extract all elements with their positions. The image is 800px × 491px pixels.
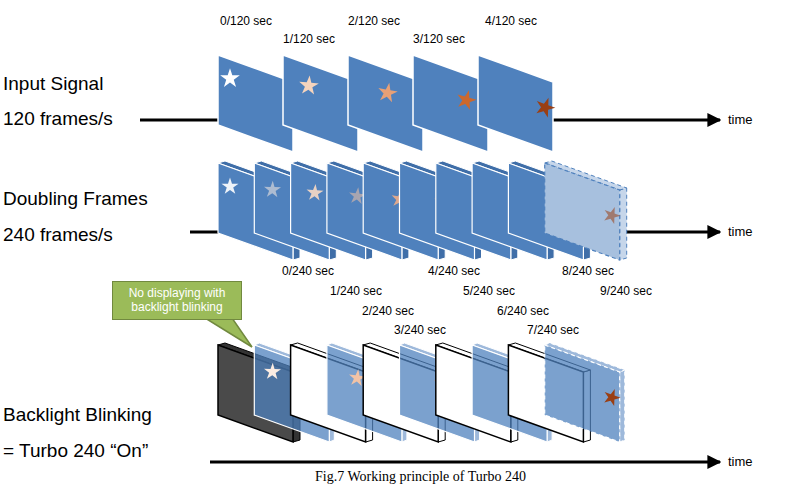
time-stamp: 4/120 sec xyxy=(485,14,537,28)
time-stamp: 2/120 sec xyxy=(348,14,400,28)
callout-text: No displaying with backlight blinking xyxy=(119,286,235,315)
time-stamp: 8/240 sec xyxy=(562,264,614,278)
row-label: 120 frames/s xyxy=(3,108,113,130)
time-stamp: 1/120 sec xyxy=(283,32,335,46)
row-label: Input Signal xyxy=(3,73,103,95)
blinking-frames xyxy=(218,343,625,442)
time-stamp: 3/120 sec xyxy=(413,32,465,46)
row-label: = Turbo 240 “On” xyxy=(3,440,148,462)
row-label: Backlight Blinking xyxy=(3,404,152,426)
time-stamp: 0/120 sec xyxy=(220,14,272,28)
row-label: Doubling Frames xyxy=(3,188,148,210)
frame xyxy=(545,343,625,442)
frame xyxy=(545,161,627,260)
doubled-frames xyxy=(218,161,627,260)
axis-label: time xyxy=(728,224,753,239)
input-frames xyxy=(218,55,558,152)
callout-pointer xyxy=(205,318,252,347)
time-stamp: 5/240 sec xyxy=(463,284,515,298)
frame xyxy=(348,55,423,152)
frame xyxy=(478,55,558,152)
row-label: 240 frames/s xyxy=(3,224,113,246)
figure-caption: Fig.7 Working principle of Turbo 240 xyxy=(315,469,526,485)
time-stamp: 4/240 sec xyxy=(428,264,480,278)
frame xyxy=(218,55,293,152)
time-stamp: 2/240 sec xyxy=(362,304,414,318)
frame xyxy=(413,55,488,152)
time-stamp: 1/240 sec xyxy=(330,284,382,298)
frame xyxy=(283,55,358,152)
time-stamp: 3/240 sec xyxy=(394,323,446,337)
time-stamp: 6/240 sec xyxy=(497,304,549,318)
axis-label: time xyxy=(728,454,753,469)
axis-label: time xyxy=(728,112,753,127)
time-stamp: 9/240 sec xyxy=(600,284,652,298)
callout-box: No displaying with backlight blinking xyxy=(112,281,242,320)
time-stamp: 7/240 sec xyxy=(527,323,579,337)
time-axis xyxy=(210,461,720,464)
time-stamp: 0/240 sec xyxy=(282,264,334,278)
